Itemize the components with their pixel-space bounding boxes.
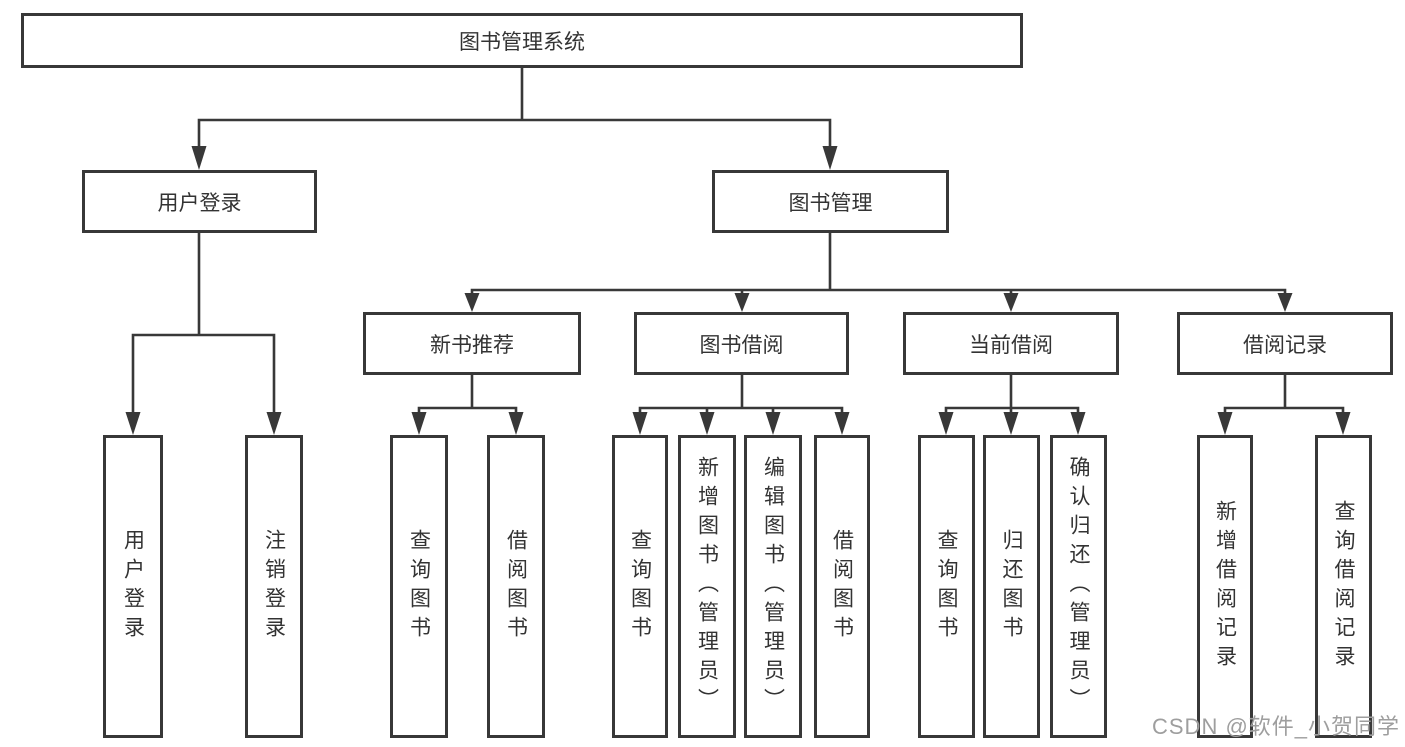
leaf-logout: 注销登录 (245, 435, 303, 738)
leaf-borrow-edit-books-admin: 编辑图书（管理员） (744, 435, 802, 738)
leaf-records-add-borrow-record: 新增借阅记录 (1197, 435, 1253, 738)
csdn-watermark: CSDN @软件_小贺同学 (1152, 714, 1401, 739)
leaf-borrow-query-books: 查询图书 (612, 435, 668, 738)
node-book-management-branch: 图书管理 (712, 170, 949, 233)
leaf-current-confirm-return-admin: 确认归还（管理员） (1050, 435, 1107, 738)
leaf-current-return-books: 归还图书 (983, 435, 1040, 738)
leaf-newbook-query-books: 查询图书 (390, 435, 448, 738)
arrowheads (125, 146, 1351, 435)
node-borrow-records: 借阅记录 (1177, 312, 1393, 375)
leaf-borrow-add-books-admin: 新增图书（管理员） (678, 435, 736, 738)
leaf-newbook-borrow-books: 借阅图书 (487, 435, 545, 738)
node-user-login-branch: 用户登录 (82, 170, 317, 233)
leaf-records-query-borrow-record: 查询借阅记录 (1315, 435, 1372, 738)
node-current-borrow: 当前借阅 (903, 312, 1119, 375)
leaf-user-login: 用户登录 (103, 435, 163, 738)
leaf-borrow-borrow-books: 借阅图书 (814, 435, 870, 738)
leaf-current-query-books: 查询图书 (918, 435, 975, 738)
node-new-book-recommend: 新书推荐 (363, 312, 581, 375)
node-book-borrow: 图书借阅 (634, 312, 849, 375)
node-library-management-system: 图书管理系统 (21, 13, 1023, 68)
